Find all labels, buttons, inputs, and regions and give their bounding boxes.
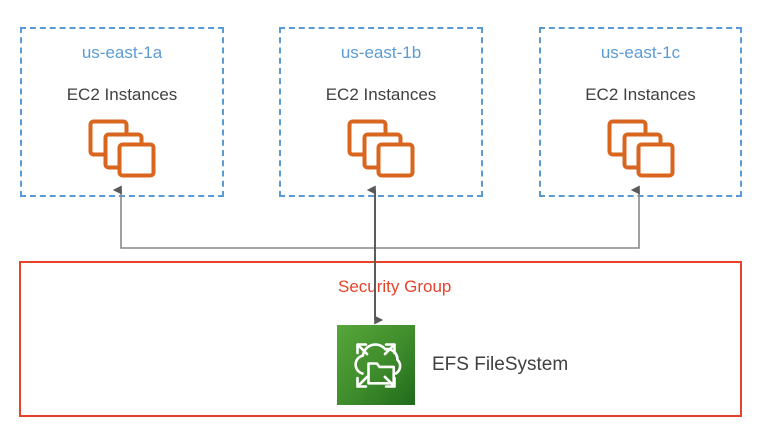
az-node-label-us-east-1b: EC2 Instances	[325, 85, 437, 104]
ec2-instances-icon	[347, 119, 415, 178]
connector-efs-to-az-1c	[375, 185, 640, 249]
ec2-icon-container-us-east-1b	[281, 117, 481, 179]
security-group-boundary[interactable]	[19, 261, 742, 417]
availability-zone-us-east-1c[interactable]: us-east-1c EC2 Instances	[539, 27, 742, 197]
az-node-label-us-east-1c: EC2 Instances	[585, 85, 696, 104]
az-title-us-east-1b: us-east-1b	[340, 43, 422, 62]
az-title-us-east-1c: us-east-1c	[600, 43, 681, 62]
connector-efs-to-az-1a	[112, 185, 375, 249]
ec2-instances-icon	[88, 119, 156, 178]
security-group-label: Security Group	[338, 277, 452, 296]
ec2-instances-icon	[607, 119, 674, 178]
efs-filesystem-icon[interactable]	[337, 325, 415, 405]
efs-filesystem-label: EFS FileSystem	[432, 354, 569, 375]
ec2-icon-container-us-east-1a	[22, 117, 222, 179]
az-title-us-east-1a: us-east-1a	[81, 43, 163, 62]
availability-zone-us-east-1b[interactable]: us-east-1b EC2 Instances	[279, 27, 483, 197]
ec2-icon-container-us-east-1c	[541, 117, 740, 179]
az-node-label-us-east-1a: EC2 Instances	[66, 85, 178, 104]
availability-zone-us-east-1a[interactable]: us-east-1a EC2 Instances	[20, 27, 224, 197]
